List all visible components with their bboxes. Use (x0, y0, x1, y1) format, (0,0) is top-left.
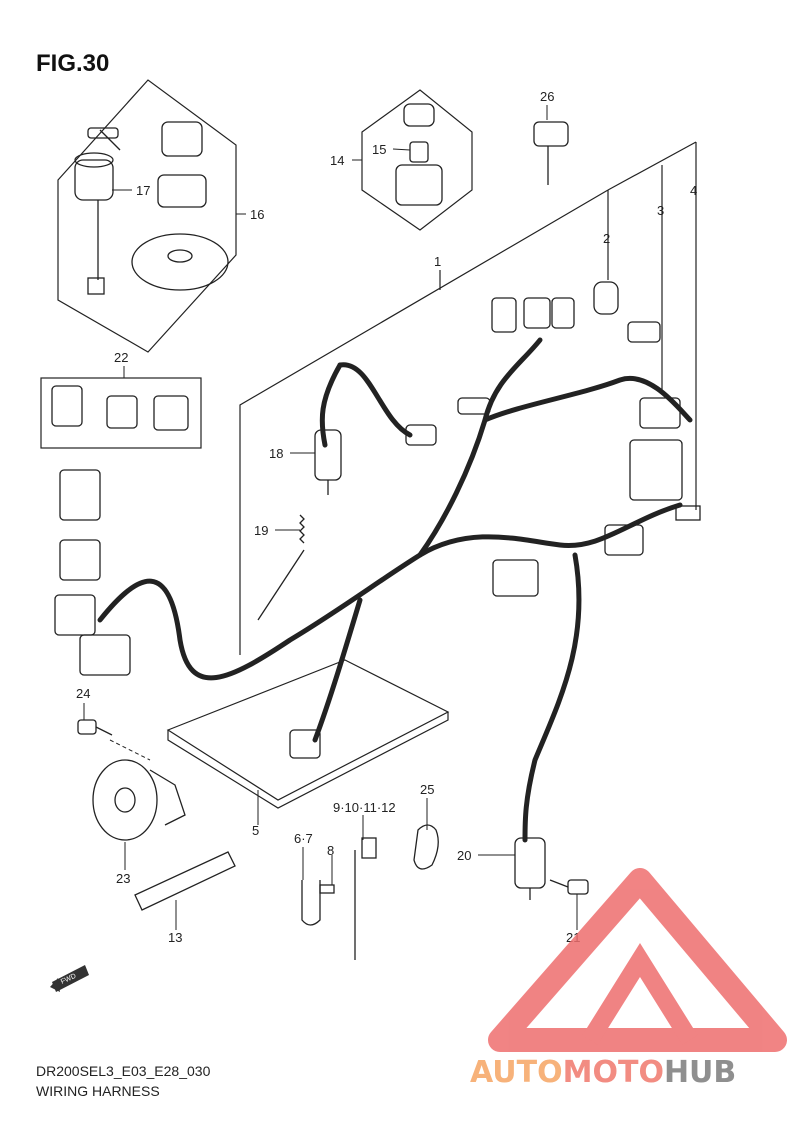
lock-set (395, 103, 443, 206)
fuel-cap (131, 233, 229, 291)
harness-leader-1 (239, 189, 609, 655)
callout-26: 26 (540, 89, 554, 104)
callout-1: 1 (434, 254, 441, 269)
bolt-24 (77, 719, 113, 736)
watermark-text: AUTOMOTOHUB (470, 1055, 736, 1090)
connector-group-frame (40, 377, 202, 449)
callout-19: 19 (254, 523, 268, 538)
lock-group-frame (361, 89, 473, 231)
figure-code: DR200SEL3_E03_E28_030 (36, 1063, 211, 1079)
callout-14: 14 (330, 153, 344, 168)
callout-17: 17 (136, 183, 150, 198)
horn (92, 759, 186, 841)
callout-22: 22 (114, 350, 128, 365)
connectors (51, 385, 189, 431)
callout-24: 24 (76, 686, 90, 701)
callout-2: 2 (603, 231, 610, 246)
callout-18: 18 (269, 446, 283, 461)
bolt-21 (549, 879, 589, 895)
return-spring (257, 514, 305, 621)
watermark-logo-icon (488, 868, 787, 1052)
callout-6-7: 6·7 (294, 831, 313, 846)
callout-25: 25 (420, 782, 434, 797)
callout-8: 8 (327, 843, 334, 858)
harness-plugs (54, 281, 701, 759)
callout-23: 23 (116, 871, 130, 886)
switch-covers (157, 121, 207, 208)
ignition-group-frame (57, 79, 237, 353)
ignition-switch-17 (74, 127, 121, 295)
callout-20: 20 (457, 848, 471, 863)
callout-16: 16 (250, 207, 264, 222)
wiring-harness (97, 337, 693, 843)
sensor-20 (514, 837, 546, 900)
callout-13: 13 (168, 930, 182, 945)
callout-15: 15 (372, 142, 386, 157)
small-clamps (301, 824, 439, 960)
band-clamp (134, 851, 236, 911)
figure-title: FIG.30 (36, 50, 110, 77)
callout-4: 4 (690, 183, 697, 198)
figure-name: WIRING HARNESS (36, 1083, 160, 1099)
callout-3: 3 (657, 203, 664, 218)
key (533, 121, 569, 185)
brake-switch (314, 429, 342, 495)
forward-arrow-icon: FWD (50, 965, 89, 992)
callout-5: 5 (252, 823, 259, 838)
callout-9-12: 9·10·11·12 (333, 800, 396, 815)
